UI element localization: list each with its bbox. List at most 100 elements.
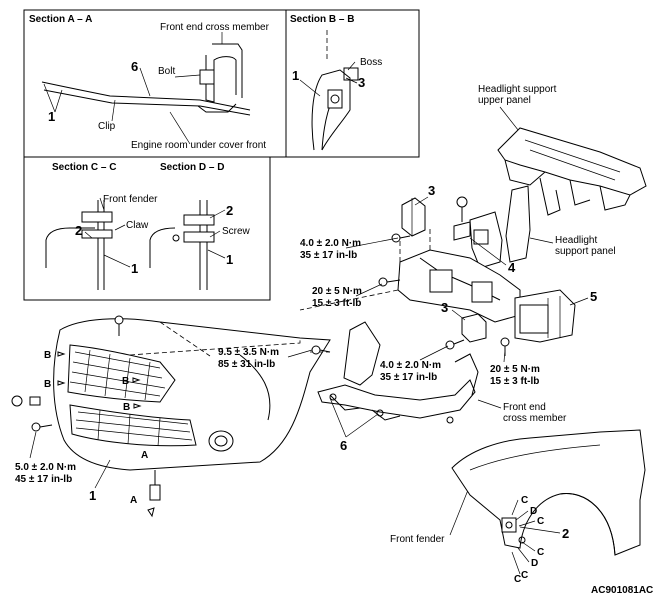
torque-1-leader (345, 237, 399, 249)
front-end-cross-member (317, 321, 479, 424)
section-dd-screw-label: Screw (222, 226, 251, 237)
bracket-5 (514, 289, 576, 343)
torque-3-inlb: 85 ± 31 in-lb (218, 359, 275, 370)
torque-1-inlb: 35 ± 17 in-lb (300, 250, 357, 261)
torque-2-leader (355, 283, 383, 297)
section-frame-cd (23, 156, 271, 301)
section-aa-under-cover-label: Engine room under cover front (131, 140, 266, 151)
leader-dash-bumper (129, 338, 301, 356)
arrow-b-4 (133, 403, 142, 409)
section-aa-bolt-label: Bolt (158, 66, 175, 77)
section-aa-cross-member-label: Front end cross member (160, 22, 270, 33)
arrow-b-3 (132, 377, 141, 383)
section-cc-claw-label: Claw (126, 220, 149, 231)
bracket-3-lower (461, 313, 487, 343)
headlight-support-panel (469, 185, 531, 269)
torque-6-inlb: 45 ± 17 in-lb (15, 474, 72, 485)
bumper-screw-top (114, 315, 124, 336)
view-marker-c-2: C (537, 516, 544, 527)
torque-4-nm: 4.0 ± 2.0 N·m (380, 360, 441, 371)
part-number-5: 5 (590, 289, 597, 304)
cross-member-label-line2: cross member (503, 413, 567, 424)
section-dd-part-1: 1 (226, 252, 233, 267)
headlight-support-upper-panel (497, 127, 647, 216)
arrow-b-1 (57, 351, 66, 357)
figure-code: AC901081AC (591, 585, 653, 595)
view-marker-b-1: B (44, 350, 51, 361)
torque-4-inlb: 35 ± 17 in-lb (380, 372, 437, 383)
part6-leader-1 (329, 397, 347, 438)
section-cc-title: Section C – C (52, 162, 116, 173)
view-marker-b-4: B (123, 402, 130, 413)
part-3-lower-leader (451, 309, 466, 321)
headlight-upper-panel-label-line1: Headlight support (478, 84, 557, 95)
part-1-leader (94, 459, 111, 489)
part-number-4: 4 (508, 260, 516, 275)
front-bumper (53, 318, 331, 471)
part-4-leader (469, 237, 507, 266)
torque-1-nm: 4.0 ± 2.0 N·m (300, 238, 361, 249)
section-dd-title: Section D – D (160, 162, 224, 173)
section-dd-drawing (149, 200, 226, 290)
view-marker-c-1: C (521, 495, 528, 506)
bolt-torque-3 (311, 345, 331, 355)
torque-4-leader (419, 345, 449, 361)
section-bb-title: Section B – B (290, 14, 354, 25)
headlight-support-panel-leader (529, 237, 554, 244)
torque-2-nm: 20 ± 5 N·m (312, 286, 362, 297)
cross-member-label-line1: Front end (503, 402, 546, 413)
part-5-leader (569, 297, 589, 306)
section-cc-fender-label: Front fender (103, 194, 158, 205)
front-fender (451, 429, 646, 556)
torque-3-nm: 9.5 ± 3.5 N·m (218, 347, 279, 358)
view-marker-d-1: D (530, 506, 537, 517)
arrow-a-2 (147, 507, 155, 518)
cross-member-leader (477, 399, 502, 409)
section-cc-part-2: 2 (75, 223, 82, 238)
part-number-1: 1 (89, 488, 96, 503)
view-marker-c-5: C (514, 574, 521, 585)
view-marker-d-2: D (531, 558, 538, 569)
headlight-support-panel-label-line1: Headlight (555, 235, 597, 246)
bolt-lower-center (445, 339, 465, 350)
torque-5-ftlb: 15 ± 3 ft-lb (490, 376, 539, 387)
torque-3-leader (287, 349, 313, 358)
view-marker-b-2: B (44, 379, 51, 390)
headlight-upper-panel-label-line2: upper panel (478, 95, 531, 106)
torque-2-ftlb: 15 ± 3 ft-lb (312, 298, 361, 309)
section-aa-drawing (41, 32, 251, 145)
part-3-upper-leader (414, 196, 429, 206)
part-number-6: 6 (340, 438, 347, 453)
section-aa-part-1: 1 (48, 109, 55, 124)
torque-6-leader (29, 431, 37, 459)
section-bb-part-3: 3 (358, 75, 365, 90)
section-aa-clip-label: Clip (98, 121, 116, 132)
section-bb-part-1: 1 (292, 68, 299, 83)
torque-5-leader (503, 349, 506, 363)
section-bb-boss-label: Boss (360, 57, 382, 68)
section-dd-part-2: 2 (226, 203, 233, 218)
section-bb-drawing (299, 30, 359, 151)
view-marker-c-3: C (537, 547, 544, 558)
section-aa-part-6: 6 (131, 59, 138, 74)
view-marker-c-4: C (521, 570, 528, 581)
view-marker-b-3: B (122, 376, 129, 387)
part6-leader-2 (345, 413, 379, 438)
section-cc-part-1: 1 (131, 261, 138, 276)
fender-fastener-cluster (501, 517, 526, 544)
fender-view-leaders (511, 499, 536, 575)
center-bracket-assembly (299, 228, 521, 323)
bolt-4-assembly (453, 196, 471, 241)
section-cc-drawing (45, 197, 131, 290)
bumper-clip-bottom (149, 470, 161, 501)
view-marker-a-1: A (141, 450, 148, 461)
bolt-small-upper (391, 233, 411, 243)
arrow-b-2 (57, 380, 66, 386)
part-number-3-upper: 3 (428, 183, 435, 198)
section-aa-title: Section A – A (29, 14, 92, 25)
headlight-support-panel-label-line2: support panel (555, 246, 616, 257)
torque-6-nm: 5.0 ± 2.0 N·m (15, 462, 76, 473)
view-marker-a-2: A (130, 495, 137, 506)
bumper-screw-lower-left (31, 422, 53, 432)
